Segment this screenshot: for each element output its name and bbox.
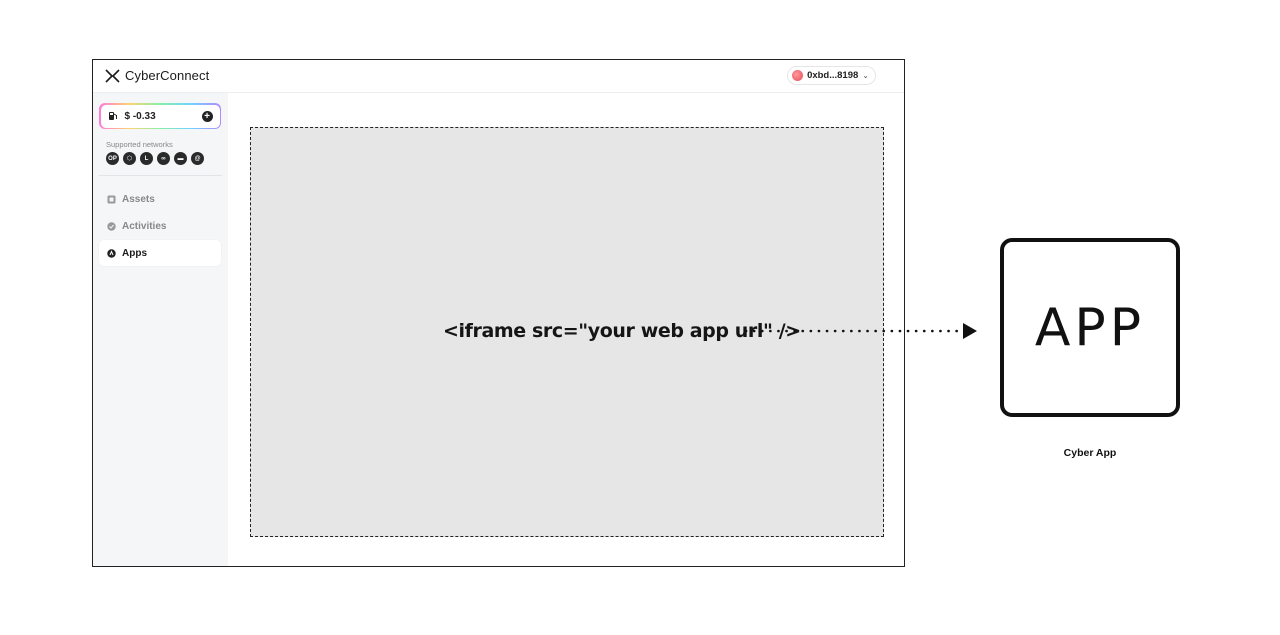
add-funds-icon[interactable]: + bbox=[201, 110, 213, 122]
cyberconnect-logo-icon bbox=[105, 68, 120, 83]
network-icons: OP ⬡ L ∞ ▬ @ bbox=[106, 152, 204, 165]
wallet-address: 0xbd...8198 bbox=[807, 70, 859, 81]
link-network-icon: ∞ bbox=[157, 152, 170, 165]
optimism-icon: OP bbox=[106, 152, 119, 165]
sidebar: $ -0.33 + Supported networks OP ⬡ L ∞ ▬ … bbox=[93, 93, 228, 566]
dotted-arrow bbox=[744, 323, 977, 339]
chevron-down-icon: ⌄ bbox=[862, 71, 869, 80]
sidebar-item-assets[interactable]: Assets bbox=[99, 186, 221, 212]
sidebar-item-label: Activities bbox=[122, 220, 167, 232]
app-logo-text: APP bbox=[1034, 297, 1146, 358]
iframe-code-label: <iframe src="your web app url" /> bbox=[443, 320, 801, 342]
gas-balance-card[interactable]: $ -0.33 + bbox=[99, 103, 221, 129]
cube-network-icon: ⬡ bbox=[123, 152, 136, 165]
wallet-button[interactable]: 0xbd...8198 ⌄ bbox=[787, 66, 876, 85]
brand-name: CyberConnect bbox=[125, 68, 210, 83]
wallet-avatar bbox=[792, 70, 804, 81]
sidebar-item-apps[interactable]: Apps bbox=[99, 240, 221, 266]
sidebar-item-label: Assets bbox=[122, 193, 155, 205]
sidebar-divider bbox=[99, 175, 222, 176]
supported-networks-label: Supported networks bbox=[106, 140, 173, 149]
app-caption: Cyber App bbox=[1063, 447, 1117, 459]
top-bar: CyberConnect 0xbd...8198 ⌄ bbox=[93, 60, 904, 93]
gas-pump-icon bbox=[108, 112, 117, 120]
assets-icon bbox=[107, 195, 116, 203]
activities-icon bbox=[107, 221, 116, 231]
spiral-network-icon: @ bbox=[191, 152, 204, 165]
sidebar-item-label: Apps bbox=[122, 247, 147, 259]
brand-logo[interactable]: CyberConnect bbox=[105, 68, 209, 83]
app-logo-box: APP bbox=[1000, 238, 1180, 417]
linea-icon: L bbox=[140, 152, 153, 165]
sidebar-item-activities[interactable]: Activities bbox=[99, 213, 221, 239]
gas-balance-value: $ -0.33 bbox=[124, 110, 156, 122]
bar-network-icon: ▬ bbox=[174, 152, 187, 165]
apps-icon bbox=[107, 248, 116, 258]
